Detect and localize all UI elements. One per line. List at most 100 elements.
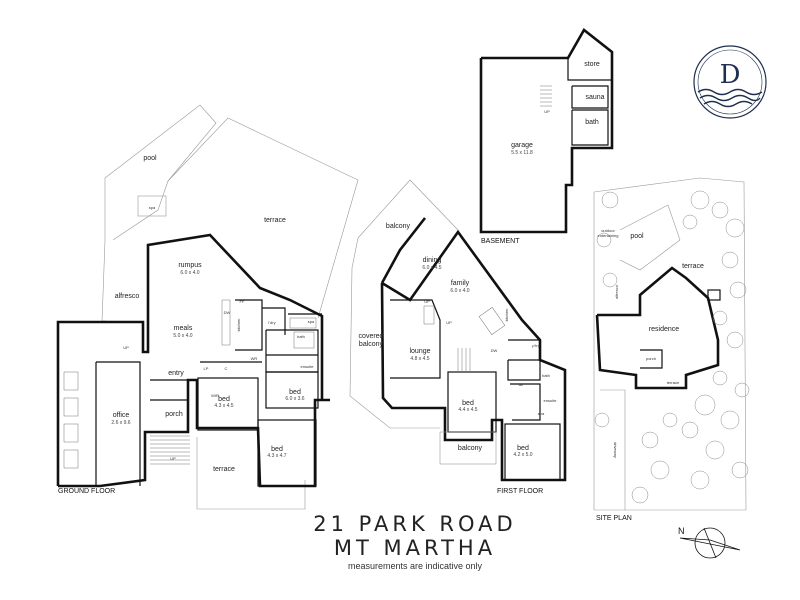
property-suburb: MT MARTHA xyxy=(333,536,497,560)
stairs-icon xyxy=(150,435,190,465)
terrace-outline xyxy=(167,117,359,319)
basement-bath-walls xyxy=(571,109,609,146)
first-floor-label: FIRST FLOOR xyxy=(497,488,543,495)
dishwasher-label: DW xyxy=(224,310,231,315)
first-room-lounge: lounge xyxy=(409,348,430,355)
first-room-lounge-dim: 4.8 x 4.5 xyxy=(410,356,429,362)
site-spa xyxy=(707,289,721,301)
ground-floor-plan: pool spa terrace rumpus 6.0 x 4.0 alfres… xyxy=(56,104,359,510)
site-entertaining: entertaining xyxy=(598,233,619,238)
balcony-wall xyxy=(380,217,427,284)
pool-deck-outline xyxy=(101,178,106,322)
first-room-covered: covered xyxy=(359,333,384,340)
site-outdoor: outdoor xyxy=(601,228,615,233)
c-label: C xyxy=(225,366,228,371)
office-shelf-2 xyxy=(63,397,79,417)
entry-walls xyxy=(150,379,189,401)
room-terrace-2: terrace xyxy=(213,466,235,473)
first-bath-walls xyxy=(507,359,541,381)
room-bath: bath xyxy=(297,334,305,339)
ground-floor-label: GROUND FLOOR xyxy=(58,488,115,495)
room-porch: porch xyxy=(165,411,183,418)
room-spa: spa xyxy=(149,205,156,210)
first-room-balcony-2: balcony xyxy=(458,445,483,452)
spa-outline xyxy=(137,195,167,217)
first-room-wir: wir xyxy=(518,382,524,387)
kitchen-walls xyxy=(235,299,263,351)
site-boundary xyxy=(593,177,747,511)
balcony-outline xyxy=(357,179,459,239)
first-room-bed-2: bed xyxy=(517,445,529,452)
site-room-residence: residence xyxy=(649,326,679,333)
lp-label: LP xyxy=(204,366,209,371)
first-room-dining-dim: 6.0 x 4.5 xyxy=(422,265,441,271)
logo-letter: D xyxy=(719,60,741,90)
first-ensuite-walls xyxy=(510,383,541,421)
basement-room-store: store xyxy=(584,61,600,68)
first-pantry-walls xyxy=(508,339,541,360)
ff-label: FF xyxy=(240,299,245,304)
disclaimer-text: measurements are indicative only xyxy=(347,561,483,571)
first-room-family-dim: 6.0 x 4.0 xyxy=(450,288,469,294)
stairs-up-label: UP xyxy=(170,456,176,461)
site-plan: outdoor entertaining pool terrace alfres… xyxy=(593,177,750,522)
site-room-driveway: driveway xyxy=(613,442,618,458)
room-kitchen: kitchen xyxy=(236,319,241,332)
wir-label: WIR xyxy=(211,393,219,398)
site-room-pool: pool xyxy=(630,233,644,240)
kitchen-bench xyxy=(221,299,231,346)
first-dw-label: DW xyxy=(491,348,498,353)
site-room-terrace-2: terrace xyxy=(667,380,680,385)
room-bed-2: bed xyxy=(289,389,301,396)
first-room-bed-1-dim: 4.4 x 4.5 xyxy=(458,407,477,413)
basement-plan: garage 5.5 x 11.8 store sauna bath UP BA… xyxy=(479,28,614,245)
spa-fixture xyxy=(289,317,317,329)
basement-stairs-icon xyxy=(540,85,552,107)
property-street: 21 PARK ROAD xyxy=(313,512,517,536)
first-room-ensuite: ensuite xyxy=(544,398,558,403)
room-bed-3: bed xyxy=(271,446,283,453)
first-balcony-rect xyxy=(439,431,497,465)
office-wall xyxy=(96,361,141,486)
title-block: 21 PARK ROAD MT MARTHA measurements are … xyxy=(290,512,540,571)
room-ensuite: ensuite xyxy=(301,364,315,369)
room-terrace: terrace xyxy=(264,217,286,224)
basement-room-bath: bath xyxy=(585,119,599,126)
basement-room-sauna: sauna xyxy=(585,94,604,101)
first-exterior-wall xyxy=(380,229,567,482)
basement-stairs-up-label: UP xyxy=(544,109,550,114)
basement-label: BASEMENT xyxy=(481,238,520,245)
driveway-outline xyxy=(600,389,626,510)
basement-sauna-walls xyxy=(571,85,609,109)
first-room-spa: spa xyxy=(538,411,545,416)
room-pool: pool xyxy=(143,155,157,162)
first-kitchen-island xyxy=(478,307,506,335)
first-room-ptry: p'try xyxy=(532,343,539,348)
first-stairs-up-label: UP xyxy=(424,299,430,304)
first-room-bed-1: bed xyxy=(462,400,474,407)
lounge-walls xyxy=(390,299,441,379)
room-bed-1-dim: 4.3 x 4.5 xyxy=(214,403,233,409)
room-entry: entry xyxy=(168,370,184,377)
site-room-alfresco: alfresco xyxy=(614,284,619,299)
first-room-dining: dining xyxy=(423,257,442,264)
tree-icons xyxy=(594,190,750,504)
first-floor-plan: balcony dining 6.0 x 4.5 family 6.0 x 4.… xyxy=(349,179,567,495)
first-room-covered-balcony: balcony xyxy=(359,341,384,348)
room-bed-2-dim: 6.0 x 3.6 xyxy=(285,396,304,402)
terrace-front-outline xyxy=(196,437,306,510)
first-room-kitchen: kitchen xyxy=(504,309,509,322)
site-pool-outline xyxy=(619,204,681,271)
room-bed-3-dim: 4.3 x 4.7 xyxy=(267,453,286,459)
wave-emblem-icon: D xyxy=(690,42,770,122)
basement-room-garage: garage xyxy=(511,142,533,149)
stairs-up-label-2: UP xyxy=(123,345,129,350)
room-meals-dim: 5.0 x 4.0 xyxy=(173,333,192,339)
pool-outline xyxy=(104,104,217,182)
room-spa-2: spa xyxy=(308,319,315,324)
first-dining-table xyxy=(423,305,435,325)
first-room-bath: bath xyxy=(542,373,550,378)
pool-edge xyxy=(112,180,169,241)
room-ldry: l'dry xyxy=(268,320,275,325)
first-room-bed-2-dim: 4.2 x 5.0 xyxy=(513,452,532,458)
